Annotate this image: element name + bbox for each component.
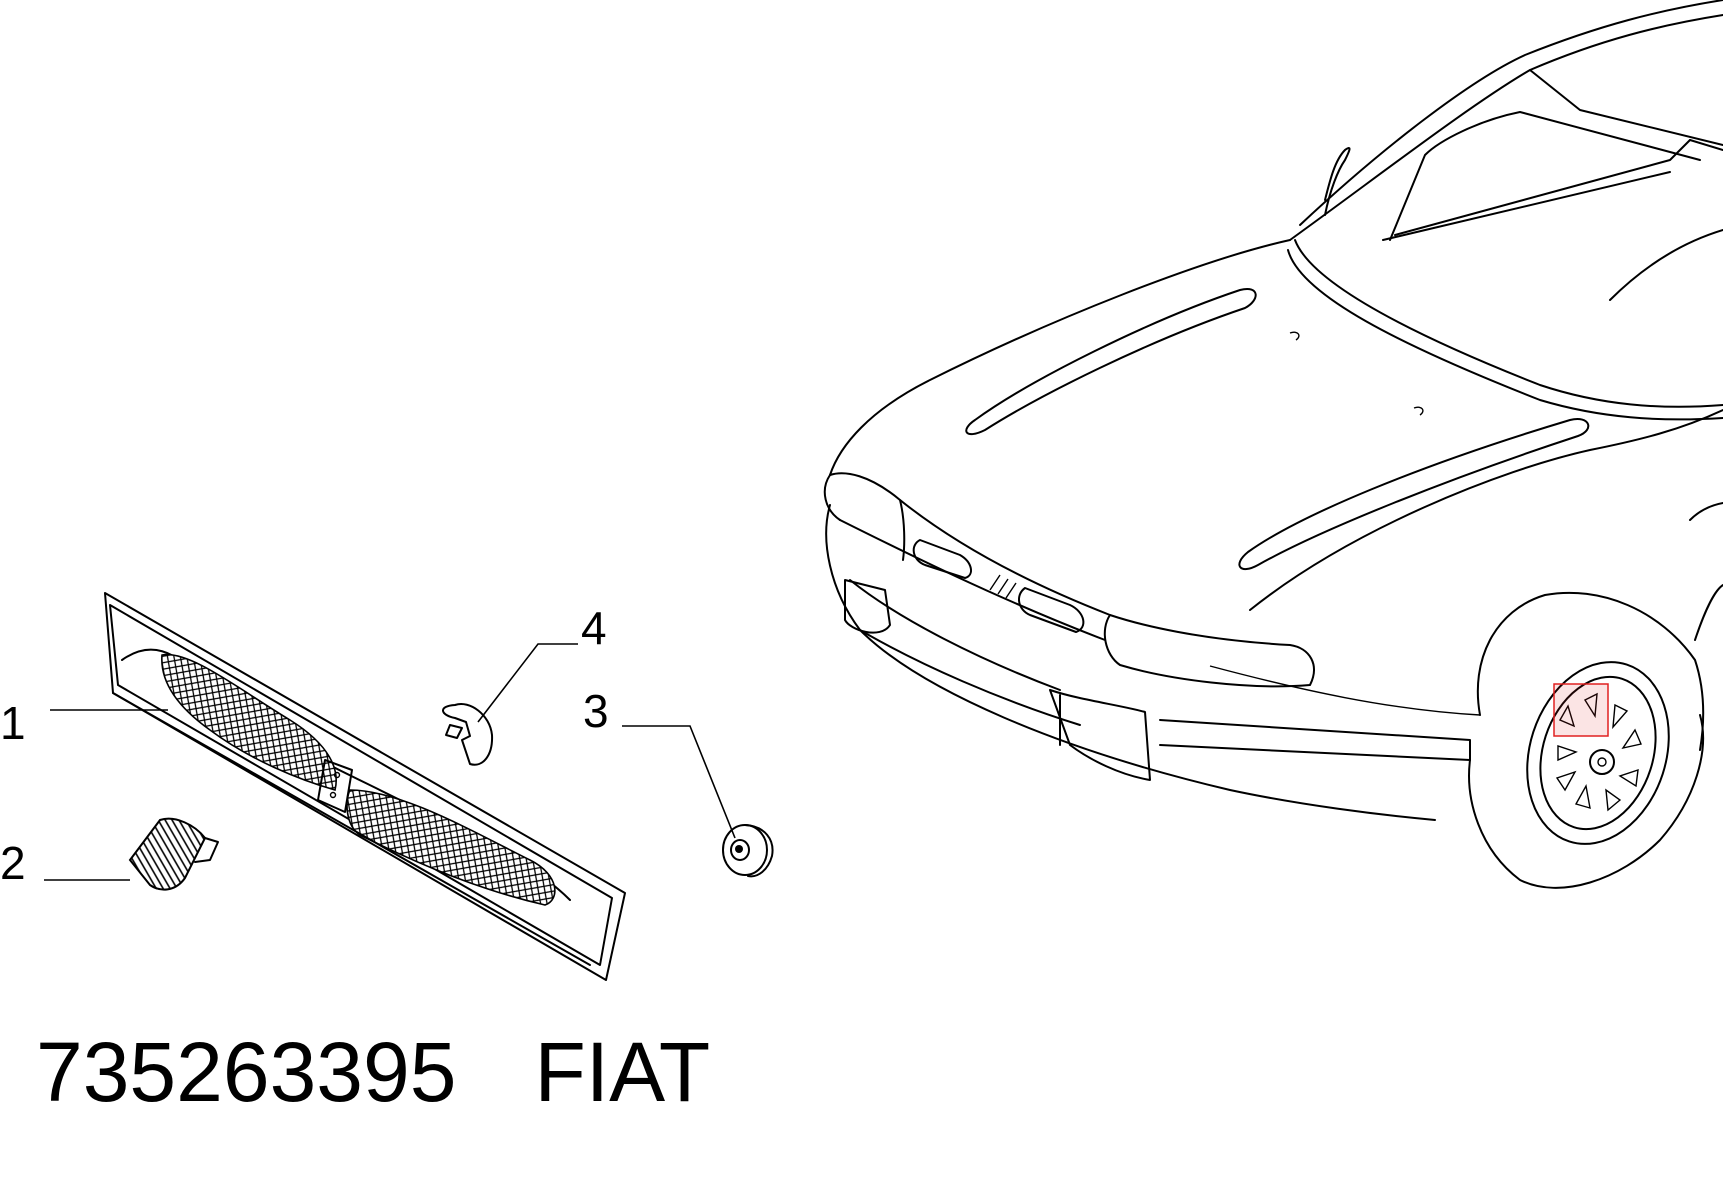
grommet-part bbox=[722, 824, 774, 878]
callout-3: 3 bbox=[583, 685, 609, 737]
brand-name: FIAT bbox=[534, 1025, 711, 1119]
car-illustration bbox=[823, 0, 1723, 889]
callout-2: 2 bbox=[0, 837, 26, 889]
spring-clip-part bbox=[442, 703, 494, 766]
callout-4: 4 bbox=[581, 602, 607, 654]
part-number: 735263395 bbox=[36, 1025, 457, 1119]
clip-part bbox=[128, 817, 219, 891]
leader-lines bbox=[44, 643, 736, 881]
highlight-box bbox=[1553, 683, 1609, 737]
grille-part bbox=[104, 592, 626, 981]
callout-1: 1 bbox=[0, 697, 26, 749]
